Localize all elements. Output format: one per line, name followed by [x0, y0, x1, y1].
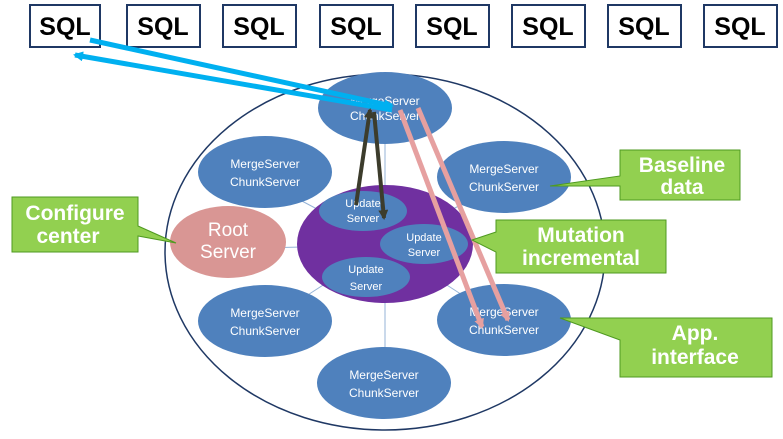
- sql-box-8: SQL: [703, 4, 778, 48]
- update-server-3-line1: Update: [348, 264, 383, 276]
- callout-configure: Configure center: [11, 196, 177, 253]
- update-server-3: Update Server: [322, 257, 410, 297]
- node-lower-right-line2: ChunkServer: [469, 323, 539, 337]
- node-lower-right: MergeServer ChunkServer: [437, 284, 571, 356]
- update-server-1-line2: Server: [347, 213, 380, 225]
- node-upper-left-line1: MergeServer: [230, 157, 299, 171]
- sql-box-1: SQL: [29, 4, 101, 48]
- callout-app-interface: App. interface: [559, 317, 773, 378]
- merge-chunk-arrows: [397, 107, 511, 329]
- update-server-cluster: Update Server Update Server Update Serve…: [297, 185, 473, 303]
- sql-box-7: SQL: [607, 4, 682, 48]
- sql-box-4-label: SQL: [330, 13, 381, 41]
- callout-mutation-line2: incremental: [522, 247, 640, 270]
- update-server-1-line1: Update: [345, 198, 380, 210]
- node-lower-left-line2: ChunkServer: [230, 324, 300, 338]
- callout-configure-line2: center: [36, 225, 99, 248]
- callout-configure-line1: Configure: [25, 202, 124, 225]
- sql-box-3-label: SQL: [233, 13, 284, 41]
- sql-box-6: SQL: [511, 4, 586, 48]
- callout-baseline-line2: data: [660, 176, 704, 199]
- root-server-line2: Server: [200, 242, 257, 263]
- callout-baseline: Baseline data: [549, 149, 741, 201]
- callout-mutation: Mutation incremental: [470, 219, 667, 274]
- callout-app-line2: interface: [651, 346, 739, 369]
- node-lower-left-line1: MergeServer: [230, 306, 299, 320]
- sql-box-7-label: SQL: [618, 13, 669, 41]
- sql-box-8-label: SQL: [714, 13, 765, 41]
- sql-box-6-label: SQL: [522, 13, 573, 41]
- node-upper-right-line2: ChunkServer: [469, 180, 539, 194]
- node-bottom-line2: ChunkServer: [349, 386, 419, 400]
- sql-box-5-label: SQL: [426, 13, 477, 41]
- root-server: Root Server: [170, 206, 286, 278]
- sql-box-4: SQL: [319, 4, 394, 48]
- update-server-3-line2: Server: [350, 281, 383, 293]
- root-server-line1: Root: [208, 220, 249, 241]
- sql-box-2-label: SQL: [137, 13, 188, 41]
- node-bottom: MergeServer ChunkServer: [317, 347, 451, 419]
- callout-app-line1: App.: [672, 322, 719, 345]
- callout-baseline-line1: Baseline: [639, 154, 725, 177]
- node-upper-right-line1: MergeServer: [469, 162, 538, 176]
- sql-box-2: SQL: [126, 4, 201, 48]
- update-server-2-line2: Server: [408, 247, 441, 259]
- node-bottom-line1: MergeServer: [349, 368, 418, 382]
- sql-to-mergeserver-arrows: [73, 37, 394, 113]
- sql-box-1-label: SQL: [39, 13, 90, 41]
- node-upper-right: MergeServer ChunkServer: [437, 141, 571, 213]
- node-upper-left-line2: ChunkServer: [230, 175, 300, 189]
- sql-box-3: SQL: [222, 4, 297, 48]
- sql-box-5: SQL: [415, 4, 490, 48]
- node-upper-left: MergeServer ChunkServer: [198, 136, 332, 208]
- callout-mutation-line1: Mutation: [537, 224, 624, 247]
- update-server-1: Update Server: [319, 191, 407, 231]
- update-server-2-line1: Update: [406, 232, 441, 244]
- merge-update-arrows: [354, 108, 389, 220]
- node-lower-left: MergeServer ChunkServer: [198, 285, 332, 357]
